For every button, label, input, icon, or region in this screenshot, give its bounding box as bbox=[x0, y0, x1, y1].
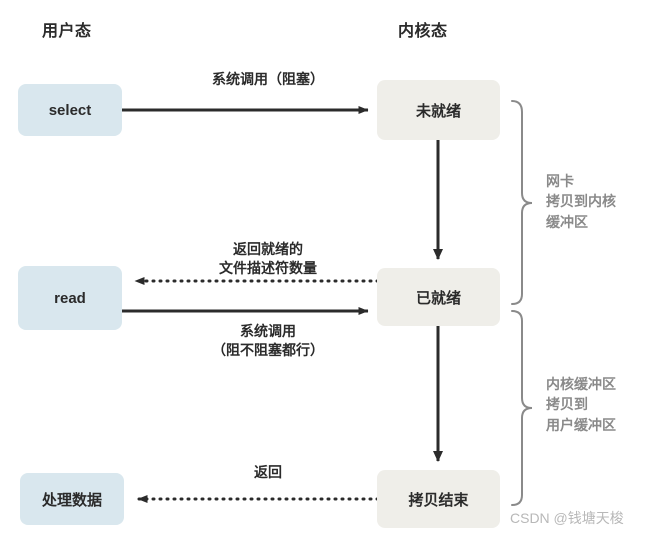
brace-kernel-to-user-buffer-shape bbox=[511, 310, 533, 506]
node-ready-label: 已就绪 bbox=[415, 289, 461, 307]
node-ready[interactable]: 已就绪 bbox=[377, 268, 500, 326]
node-read[interactable]: read bbox=[18, 266, 122, 330]
edge-label-syscall-blocking: 系统调用（阻塞） bbox=[212, 71, 324, 87]
node-copy-finished-label: 拷贝结束 bbox=[408, 491, 469, 509]
edge-label-return: 返回 bbox=[254, 464, 282, 480]
node-copy-finished[interactable]: 拷贝结束 bbox=[377, 470, 500, 528]
node-select-label: select bbox=[48, 101, 92, 119]
node-process-data-label: 处理数据 bbox=[41, 491, 102, 509]
brace-label-kernel-to-user-buffer: 内核缓冲区 拷贝到 用户缓冲区 bbox=[546, 376, 616, 433]
column-title-user-space: 用户态 bbox=[42, 23, 92, 40]
csdn-watermark: CSDN @钱塘天梭 bbox=[510, 510, 624, 526]
brace-nic-to-kernel-buffer-shape bbox=[511, 100, 533, 305]
node-read-label: read bbox=[54, 289, 86, 307]
edge-label-syscall-blocking-optional: 系统调用 （阻不阻塞都行） bbox=[212, 323, 324, 358]
column-title-kernel-space: 内核态 bbox=[398, 23, 448, 40]
brace-label-nic-to-kernel-buffer: 网卡 拷贝到内核 缓冲区 bbox=[546, 173, 616, 230]
node-process-data[interactable]: 处理数据 bbox=[20, 473, 124, 525]
node-select[interactable]: select bbox=[18, 84, 122, 136]
edge-label-return-ready-fd-count: 返回就绪的 文件描述符数量 bbox=[219, 241, 317, 276]
node-not-ready-label: 未就绪 bbox=[415, 102, 461, 120]
node-not-ready[interactable]: 未就绪 bbox=[377, 80, 500, 140]
